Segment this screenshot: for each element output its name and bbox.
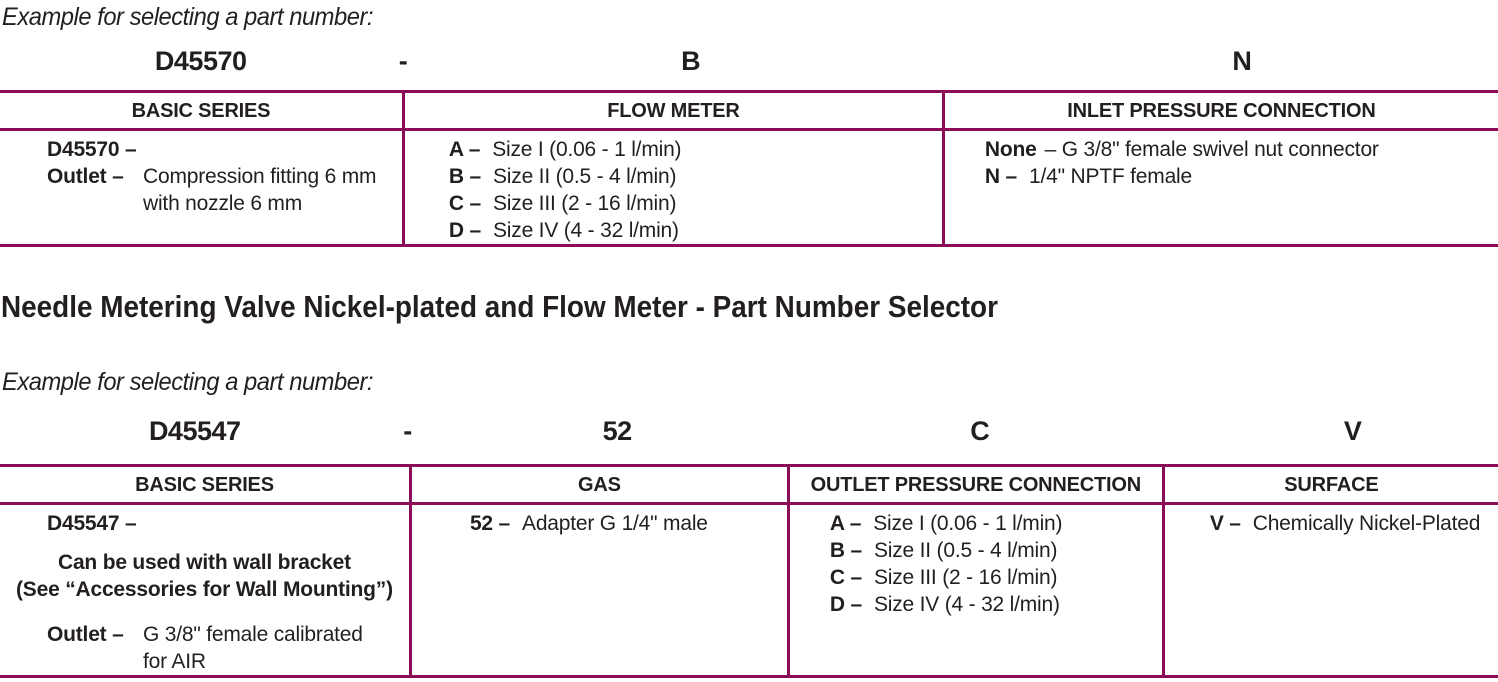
- page-title-text: Needle Metering Valve Nickel-plated and …: [1, 289, 998, 324]
- flow-option-c-text: Size III (2 - 16 l/min): [493, 192, 677, 215]
- code-surface: V: [1343, 416, 1362, 446]
- part-number-example-2: D45547 - 52 C V: [0, 416, 1498, 454]
- surface-option-v-text: Chemically Nickel-Plated: [1252, 512, 1481, 535]
- inlet-option-none-key: None: [984, 138, 1037, 161]
- wall-bracket-note-line-1: Can be used with wall bracket: [57, 551, 351, 574]
- inlet-option-none: None – G 3/8" female swivel nut connector: [985, 136, 1498, 163]
- outlet-option-b: B – Size II (0.5 - 4 l/min): [830, 537, 1162, 564]
- cell-basic-series-1: D45570 – Outlet – Compression fitting 6 …: [0, 131, 405, 244]
- example-caption-2: Example for selecting a part number:: [2, 368, 393, 397]
- selector-table-2-body-row: D45547 – Can be used with wall bracket (…: [0, 505, 1498, 675]
- gas-option-52-key: 52 –: [469, 512, 511, 535]
- part-number-example-1: D45570 - B N: [0, 46, 1498, 84]
- outlet-value-1: Compression fitting 6 mm: [143, 165, 377, 188]
- inlet-option-n-text: 1/4" NPTF female: [1029, 165, 1192, 188]
- inlet-option-none-text: – G 3/8" female swivel nut connector: [1044, 138, 1379, 161]
- header-gas: GAS: [412, 467, 790, 502]
- page-title: Needle Metering Valve Nickel-plated and …: [1, 289, 1109, 325]
- flow-option-b: B – Size II (0.5 - 4 l/min): [449, 163, 942, 190]
- flow-option-d-key: D –: [448, 219, 481, 242]
- basic-series-2-outlet-line-cont: for AIR: [0, 648, 409, 675]
- flow-option-a: A – Size I (0.06 - 1 l/min): [449, 136, 942, 163]
- selector-table-2: BASIC SERIES GAS OUTLET PRESSURE CONNECT…: [0, 464, 1498, 678]
- basic-series-2-code-label: D45547 –: [47, 512, 137, 535]
- surface-option-v-key: V –: [1209, 512, 1241, 535]
- outlet-option-c-text: Size III (2 - 16 l/min): [873, 566, 1058, 589]
- cell-surface: V – Chemically Nickel-Plated: [1165, 505, 1498, 675]
- selector-table-2-header-row: BASIC SERIES GAS OUTLET PRESSURE CONNECT…: [0, 467, 1498, 505]
- cell-outlet-pressure-connection: A – Size I (0.06 - 1 l/min) B – Size II (0…: [790, 505, 1165, 675]
- outlet-option-a-text: Size I (0.06 - 1 l/min): [873, 512, 1063, 535]
- flow-option-b-text: Size II (0.5 - 4 l/min): [493, 165, 677, 188]
- outlet-option-a: A – Size I (0.06 - 1 l/min): [830, 510, 1162, 537]
- code-basic-series-2: D45547: [148, 416, 241, 446]
- outlet-option-d-key: D –: [829, 593, 862, 616]
- outlet-value-2-cont: for AIR: [143, 650, 206, 673]
- basic-series-1-line-1: D45570 –: [47, 136, 402, 163]
- basic-series-2-line-1: D45547 –: [0, 510, 409, 537]
- outlet-label-1: Outlet –: [47, 165, 124, 188]
- code-basic-series-1: D45570: [154, 46, 247, 76]
- selector-table-1-body-row: D45570 – Outlet – Compression fitting 6 …: [0, 131, 1498, 244]
- outlet-value-2: G 3/8" female calibrated: [143, 623, 363, 646]
- cell-basic-series-2: D45547 – Can be used with wall bracket (…: [0, 505, 412, 675]
- example-caption-1: Example for selecting a part number:: [2, 3, 393, 32]
- header-flow-meter: FLOW METER: [405, 93, 945, 128]
- basic-series-1-line-3: with nozzle 6 mm: [47, 190, 402, 217]
- flow-option-c: C – Size III (2 - 16 l/min): [449, 190, 942, 217]
- header-basic-series-2: BASIC SERIES: [0, 467, 412, 502]
- gas-option-52-text: Adapter G 1/4" male: [522, 512, 708, 535]
- code-outlet-connection: C: [970, 416, 990, 446]
- basic-series-1-line-2: Outlet – Compression fitting 6 mm: [47, 163, 402, 190]
- flow-option-d-text: Size IV (4 - 32 l/min): [493, 219, 679, 242]
- flow-option-c-key: C –: [448, 192, 481, 215]
- example-caption-2-text: Example for selecting a part number:: [2, 368, 374, 396]
- code-dash-2: -: [403, 416, 412, 446]
- outlet-option-b-key: B –: [829, 539, 862, 562]
- header-surface: SURFACE: [1284, 474, 1379, 496]
- outlet-option-d: D – Size IV (4 - 32 l/min): [830, 591, 1162, 618]
- spacer-label-2: [47, 648, 143, 675]
- outlet-option-a-key: A –: [829, 512, 862, 535]
- wall-bracket-note-line-2: (See “Accessories for Wall Mounting”): [16, 578, 393, 601]
- flow-option-a-text: Size I (0.06 - 1 l/min): [492, 138, 682, 161]
- outlet-value-1-cont: with nozzle 6 mm: [143, 192, 303, 215]
- code-inlet-connection: N: [1232, 46, 1252, 76]
- flow-option-b-key: B –: [448, 165, 481, 188]
- code-flow-meter: B: [681, 46, 701, 76]
- outlet-option-c: C – Size III (2 - 16 l/min): [830, 564, 1162, 591]
- inlet-option-n: N – 1/4" NPTF female: [985, 163, 1498, 190]
- outlet-label-2: Outlet –: [47, 623, 124, 646]
- outlet-option-b-text: Size II (0.5 - 4 l/min): [873, 539, 1058, 562]
- header-basic-series-1: BASIC SERIES: [0, 93, 405, 128]
- selector-table-1: BASIC SERIES FLOW METER INLET PRESSURE C…: [0, 90, 1498, 247]
- header-inlet-pressure-connection: INLET PRESSURE CONNECTION: [1067, 100, 1376, 122]
- header-outlet-pressure-connection: OUTLET PRESSURE CONNECTION: [790, 467, 1165, 502]
- example-caption-1-text: Example for selecting a part number:: [2, 3, 374, 31]
- code-dash-1: -: [398, 46, 408, 76]
- basic-series-2-outlet-line: Outlet – G 3/8" female calibrated: [0, 621, 409, 648]
- basic-series-1-code-label: D45570 –: [47, 138, 137, 161]
- cell-gas: 52 – Adapter G 1/4" male: [412, 505, 790, 675]
- cell-flow-meter: A – Size I (0.06 - 1 l/min) B – Size II (0…: [405, 131, 945, 244]
- cell-inlet-pressure-connection: None – G 3/8" female swivel nut connector…: [945, 131, 1498, 244]
- surface-option-v: V – Chemically Nickel-Plated: [1210, 510, 1498, 537]
- flow-option-a-key: A –: [448, 138, 481, 161]
- outlet-option-d-text: Size IV (4 - 32 l/min): [873, 593, 1060, 616]
- spacer-label: [47, 190, 143, 217]
- code-gas: 52: [602, 416, 633, 446]
- selector-table-1-header-row: BASIC SERIES FLOW METER INLET PRESSURE C…: [0, 93, 1498, 131]
- gas-option-52: 52 – Adapter G 1/4" male: [470, 510, 787, 537]
- flow-option-d: D – Size IV (4 - 32 l/min): [449, 217, 942, 244]
- inlet-option-n-key: N –: [984, 165, 1018, 188]
- outlet-option-c-key: C –: [829, 566, 862, 589]
